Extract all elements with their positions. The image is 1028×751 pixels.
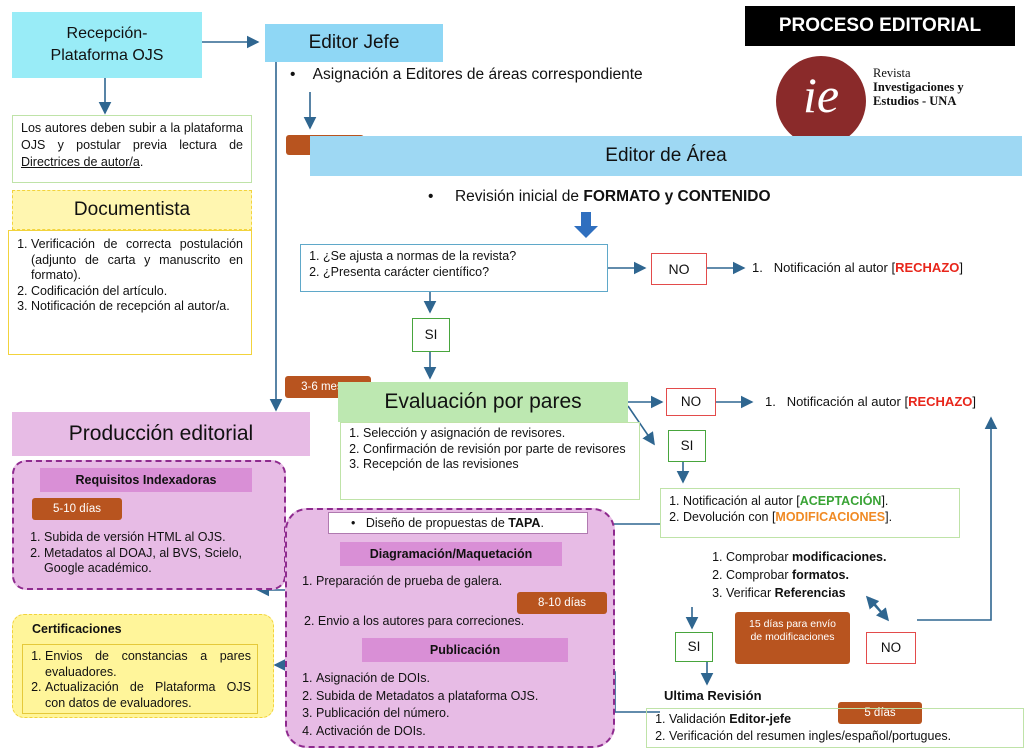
si-box-1: SI: [412, 318, 450, 352]
no-box-1: NO: [651, 253, 707, 285]
documentista-header: Documentista: [12, 190, 252, 230]
publicacion-item: Publicación del número.: [316, 705, 606, 723]
requisitos-list: Subida de versión HTML al OJS. Metadatos…: [22, 530, 284, 577]
pares-item: Recepción de las revisiones: [363, 457, 633, 473]
logo-mark: ie: [802, 67, 840, 123]
diagramacion-header: Diagramación/Maquetación: [340, 542, 562, 566]
questions-box: ¿Se ajusta a normas de la revista? ¿Pres…: [300, 244, 608, 292]
reception-box: Recepción- Plataforma OJS: [12, 12, 202, 78]
certificaciones-list: Envios de constancias a pares evaluadore…: [22, 644, 258, 714]
rechazo-notification-1: 1. Notificación al autor [RECHAZO]: [752, 260, 963, 275]
certificaciones-item: Actualización de Plataforma OJS con dato…: [45, 680, 251, 711]
certificaciones-item: Envios de constancias a pares evaluadore…: [45, 649, 251, 680]
pares-item: Confirmación de revisión por parte de re…: [363, 442, 633, 458]
pares-item: Selección y asignación de revisores.: [363, 426, 633, 442]
diagramacion-item-1: Preparación de prueba de galera.: [294, 574, 502, 590]
aceptacion-item: Notificación al autor [ACEPTACIÓN].: [683, 494, 959, 510]
question-item: ¿Presenta carácter científico?: [323, 265, 607, 281]
time-tag-5-dias: 5 días: [838, 702, 922, 724]
publicacion-header: Publicación: [362, 638, 568, 662]
no-box-2: NO: [666, 388, 716, 416]
aceptacion-item: Devolución con [MODIFICACIONES].: [683, 510, 959, 526]
requisitos-header: Requisitos Indexadoras: [40, 468, 252, 492]
publicacion-item: Asignación de DOIs.: [316, 670, 606, 688]
diagramacion-item-2: 2. Envio a los autores para correciones.: [304, 614, 525, 628]
publicacion-item: Activación de DOIs.: [316, 723, 606, 741]
documentista-item: Codificación del artículo.: [31, 284, 243, 300]
ultima-revision-box: Validación Editor-jefe Verificación del …: [646, 708, 1024, 748]
pares-header: Evaluación por pares: [338, 382, 628, 422]
comprobar-list: Comprobar modificaciones. Comprobar form…: [700, 548, 940, 602]
process-title: PROCESO EDITORIAL: [745, 6, 1015, 46]
documentista-item: Notificación de recepción al autor/a.: [31, 299, 243, 315]
arrow-no-loop: [917, 416, 998, 621]
documentista-box: Verificación de correcta postulación (ad…: [8, 230, 252, 355]
si-box-3: SI: [675, 632, 713, 662]
time-tag-5-10-dias: 5-10 días: [32, 498, 122, 520]
arrow-no-ref: [865, 595, 886, 618]
time-tag-8-10-dias: 8-10 días: [517, 592, 607, 614]
aceptacion-box: Notificación al autor [ACEPTACIÓN]. Devo…: [660, 488, 960, 538]
publicacion-item: Subida de Metadatos a plataforma OJS.: [316, 688, 606, 706]
comprobar-item: Comprobar formatos.: [726, 566, 940, 584]
question-item: ¿Se ajusta a normas de la revista?: [323, 249, 607, 265]
certificaciones-box: [12, 614, 274, 718]
requisitos-item: Metadatos al DOAJ, al BVS, Scielo, Googl…: [44, 546, 284, 577]
time-tag-15-dias: 15 días para envío de modificaciones: [735, 612, 850, 664]
down-arrow-formato: [574, 212, 598, 238]
pares-box: Selección y asignación de revisores. Con…: [340, 422, 640, 500]
diseno-tapa-box: • Diseño de propuestas de TAPA.: [328, 512, 588, 534]
publicacion-list: Asignación de DOIs. Subida de Metadatos …: [294, 670, 606, 740]
requisitos-item: Subida de versión HTML al OJS.: [44, 530, 284, 546]
editor-jefe-header: Editor Jefe: [265, 24, 443, 62]
editor-area-bullet: • Revisión inicial de FORMATO y CONTENID…: [428, 188, 771, 205]
ultima-item: Validación Editor-jefe: [669, 711, 1023, 728]
journal-logo: [776, 56, 866, 146]
certificaciones-header: Certificaciones: [32, 622, 122, 636]
produccion-header: Producción editorial: [12, 412, 310, 456]
editor-jefe-bullet: • Asignación a Editores de áreas corresp…: [290, 66, 643, 83]
guidelines-link[interactable]: Directrices de autor/a: [21, 155, 140, 169]
no-box-3: NO: [866, 632, 916, 664]
reception-note: Los autores deben subir a la plataforma …: [12, 115, 252, 183]
comprobar-item: Comprobar modificaciones.: [726, 548, 940, 566]
ultima-item: Verificación del resumen ingles/español/…: [669, 728, 1023, 745]
editor-area-header: Editor de Área: [310, 136, 1022, 176]
comprobar-item: Verificar Referencias: [726, 584, 940, 602]
documentista-item: Verificación de correcta postulación (ad…: [31, 237, 243, 284]
logo-text: Revista Investigaciones y Estudios - UNA: [873, 66, 964, 108]
arrow-pares-si: [627, 405, 655, 446]
si-box-2: SI: [668, 430, 706, 462]
rechazo-notification-2: 1. Notificación al autor [RECHAZO]: [765, 394, 976, 409]
ultima-revision-title: Ultima Revisión: [664, 688, 762, 703]
